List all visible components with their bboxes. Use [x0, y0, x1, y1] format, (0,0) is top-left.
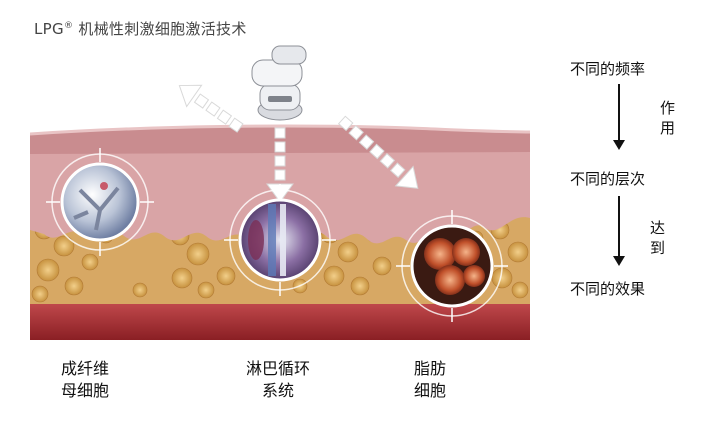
lpg-device-icon [251, 45, 307, 121]
flow-step-level: 不同的层次 [570, 170, 646, 188]
label-fat-line2: 细胞 [413, 381, 446, 400]
label-fibroblast: 成纤维 母细胞 [45, 358, 125, 402]
title-text: 机械性刺激细胞激活技术 [73, 20, 247, 38]
label-lymph-line1: 淋巴循环 [245, 359, 310, 378]
flow-arrow-2-line [618, 196, 620, 258]
flow-side-act-2: 用 [660, 119, 676, 137]
title-registered-mark: ® [63, 21, 74, 31]
skin-diagram [30, 45, 530, 340]
page-title: LPG® 机械性刺激细胞激活技术 [34, 18, 247, 39]
label-fat-line1: 脂肪 [413, 359, 446, 378]
flow-side-act-1: 作 [660, 99, 676, 117]
label-lymph: 淋巴循环 系统 [238, 358, 318, 402]
muscle-layer [30, 302, 530, 340]
label-fibroblast-line2: 母细胞 [60, 381, 109, 400]
flow-side-act: 作 用 [660, 98, 680, 138]
flow-step-effect: 不同的效果 [570, 280, 646, 298]
fat-cell-circle [396, 210, 508, 322]
label-fat: 脂肪 细胞 [390, 358, 470, 402]
flow-side-reach-2: 到 [650, 239, 666, 257]
title-prefix: LPG [34, 20, 64, 38]
flow-arrow-2-head [613, 256, 625, 266]
flow-side-reach: 达 到 [650, 218, 670, 258]
flow-step-frequency: 不同的频率 [570, 60, 646, 78]
fibroblast-cell-circle [46, 148, 154, 256]
epidermis-layer [30, 126, 530, 154]
lymph-cell-circle [224, 184, 336, 296]
flow-arrow-1-line [618, 84, 620, 142]
label-lymph-line2: 系统 [261, 381, 294, 400]
label-fibroblast-line1: 成纤维 [60, 359, 109, 378]
flow-arrow-1-head [613, 140, 625, 150]
flow-side-reach-1: 达 [650, 219, 666, 237]
arrow-icon [178, 84, 419, 203]
